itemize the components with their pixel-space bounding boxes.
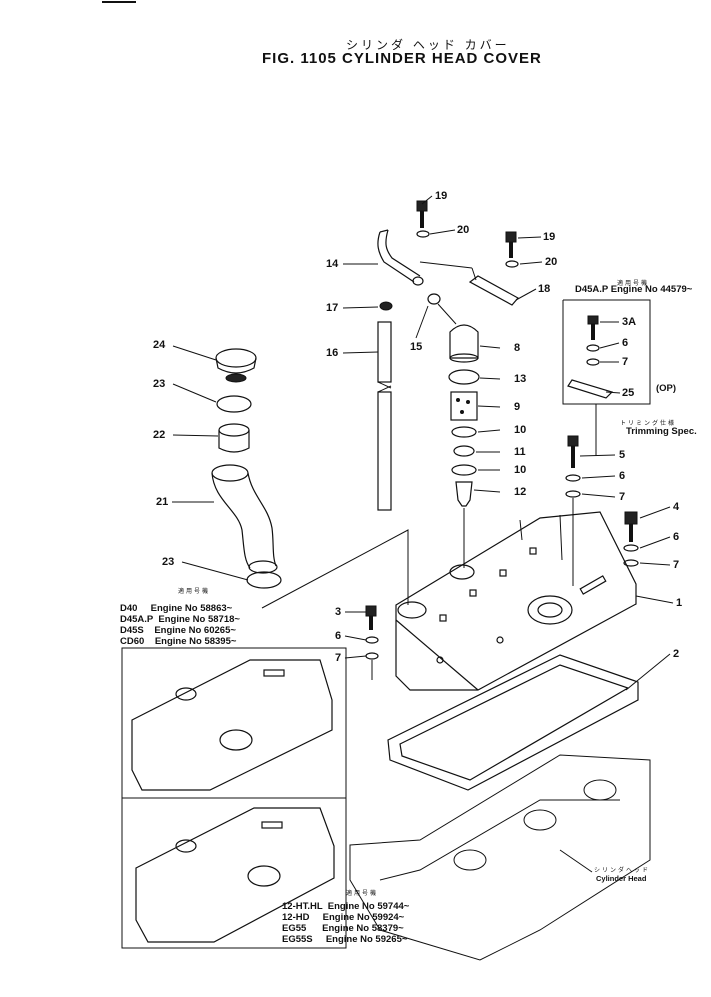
applic-bottom-line-4: EG55S Engine No 59265~: [282, 934, 408, 945]
gasket-10b: [451, 464, 477, 476]
op-label: (OP): [656, 383, 677, 394]
callout-20b: 20: [545, 256, 558, 268]
adapter-22: [218, 423, 250, 453]
callout-18: 18: [538, 283, 551, 295]
applic-top-line: D45A.P Engine No 44579~: [575, 284, 693, 295]
breather-pipe-14: [377, 229, 424, 286]
callout-14: 14: [326, 258, 339, 270]
tube-16: [377, 321, 392, 511]
applic-bottom-jp: 適用号機: [346, 890, 379, 897]
breather-cap-8: [449, 324, 479, 363]
callout-15: 15: [410, 341, 423, 353]
callout-16: 16: [326, 347, 339, 359]
clamp-13: [448, 369, 480, 385]
callout-23b: 23: [162, 556, 175, 568]
op-bracket-frame: [562, 299, 651, 456]
applic-mid-line-1: D40 Engine No 58863~: [120, 603, 233, 614]
callout-7a: 7: [619, 491, 626, 503]
element-9: [450, 391, 478, 421]
cylinder-head-label: Cylinder Head: [596, 874, 647, 883]
bracket-18: [419, 261, 519, 306]
callout-6-op: 6: [622, 337, 629, 349]
bolt-19-left: [416, 200, 430, 238]
cylinder-head-jp: シリンダヘッド: [594, 867, 651, 874]
applic-mid-line-4: CD60 Engine No 58395~: [120, 636, 237, 647]
callout-8: 8: [514, 342, 521, 354]
leader-lines: [172, 195, 674, 873]
nozzle-12: [455, 481, 473, 507]
callout-1: 1: [676, 597, 683, 609]
trimming-label: Trimming Spec.: [626, 426, 697, 437]
callout-17: 17: [326, 302, 339, 314]
bolt-19-right: [505, 231, 519, 268]
callout-3A: 3A: [622, 316, 637, 328]
trimming-jp: トリミング仕様: [620, 420, 677, 427]
cylinder-head-outline: [349, 754, 651, 961]
callout-13: 13: [514, 373, 527, 385]
clamp-23-top: [216, 395, 252, 413]
applic-mid-line-3: D45S Engine No 60265~: [120, 625, 236, 636]
callout-2: 2: [673, 648, 680, 660]
callout-19b: 19: [543, 231, 556, 243]
callout-6c: 6: [335, 630, 342, 642]
bolt-5: [565, 435, 581, 586]
callout-21: 21: [156, 496, 169, 508]
filler-cap-24: [215, 348, 257, 383]
callout-10a: 10: [514, 424, 527, 436]
applic-bottom-line-3: EG55 Engine No 58379~: [282, 923, 404, 934]
ring-11: [453, 445, 475, 457]
callout-5: 5: [619, 449, 626, 461]
hose-21: [211, 464, 278, 574]
callout-7c: 7: [335, 652, 342, 664]
callout-25: 25: [622, 387, 635, 399]
elbow-15: [427, 293, 457, 325]
page-title: FIG. 1105 CYLINDER HEAD COVER: [262, 50, 542, 67]
callout-12: 12: [514, 486, 527, 498]
gasket-10a: [451, 426, 477, 438]
title-japanese: シリンダ ヘッド カバー: [346, 38, 510, 52]
bolt-4: [623, 511, 639, 567]
gasket-2: [387, 654, 639, 791]
clamp-23-bottom: [246, 571, 282, 589]
callout-4: 4: [673, 501, 680, 513]
inset-box-lower: [121, 797, 347, 949]
callout-19a: 19: [435, 190, 448, 202]
callout-7b: 7: [673, 559, 680, 571]
bolt-3: [365, 605, 379, 680]
applic-bottom-line-1: 12-HT.HL Engine No 59744~: [282, 901, 410, 912]
callout-22: 22: [153, 429, 166, 441]
callout-9: 9: [514, 401, 521, 413]
callout-10b: 10: [514, 464, 527, 476]
applic-mid-jp: 適用号機: [178, 588, 211, 595]
callout-7-op: 7: [622, 356, 629, 368]
applic-bottom-line-2: 12-HD Engine No 59924~: [282, 912, 405, 923]
callout-24: 24: [153, 339, 166, 351]
callout-23a: 23: [153, 378, 166, 390]
callout-20a: 20: [457, 224, 470, 236]
inset-box-upper: [121, 647, 347, 799]
callout-3: 3: [335, 606, 342, 618]
clip-17: [379, 301, 393, 311]
callout-6b: 6: [673, 531, 680, 543]
callout-6a: 6: [619, 470, 626, 482]
applic-mid-line-2: D45A.P Engine No 58718~: [120, 614, 240, 625]
cylinder-head-cover-1: [395, 511, 637, 691]
callout-11: 11: [514, 446, 526, 458]
applic-top-jp: 適用号機: [617, 280, 650, 287]
